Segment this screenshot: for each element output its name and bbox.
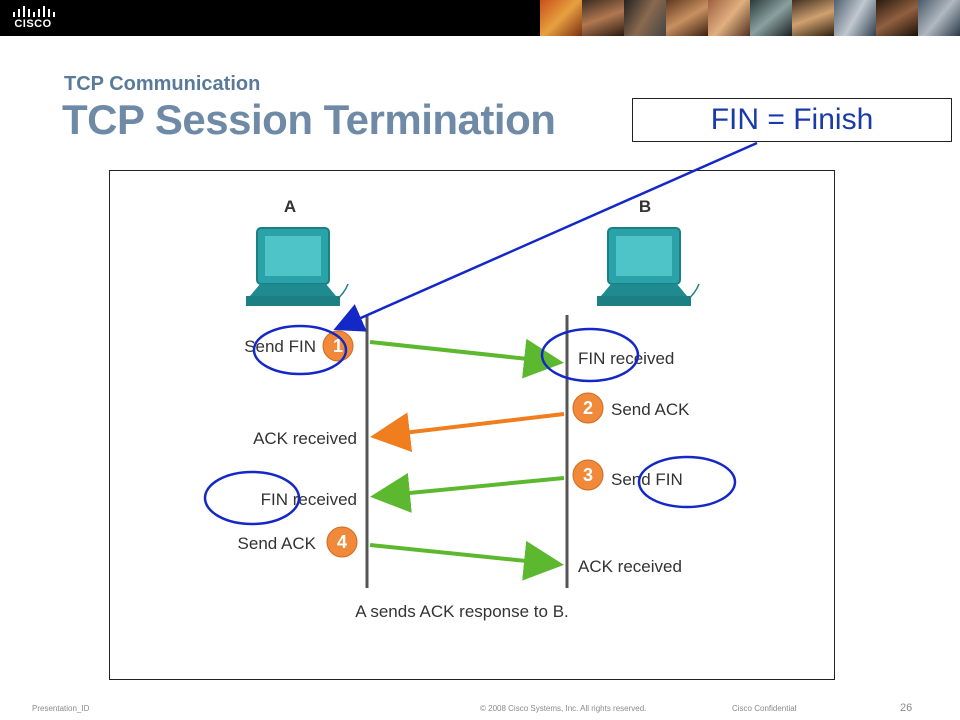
top-banner: CISCO [0,0,960,36]
diagram-caption: A sends ACK response to B. [355,602,569,621]
svg-text:1: 1 [333,336,343,356]
fin-callout-box: FIN = Finish [632,98,952,142]
cisco-bars-icon [13,6,55,17]
cisco-logo-text: CISCO [14,18,52,30]
host-b-label: B [639,197,651,216]
right-fin-received-label: FIN received [578,349,674,368]
left-ack-received-label: ACK received [253,429,357,448]
left-send-ack-label: Send ACK [238,534,317,553]
step-2-badge: 2 [572,392,604,424]
svg-text:4: 4 [337,532,347,552]
header-photo-strip [540,0,960,36]
fin-arrow-a-to-b [369,338,564,379]
computer-b-icon [597,227,700,306]
right-send-ack-label: Send ACK [611,400,690,419]
slide-title: TCP Session Termination [62,96,556,143]
ack-arrow-a-to-b [369,540,564,581]
svg-text:3: 3 [583,465,593,485]
step-4-badge: 4 [326,526,358,558]
cisco-logo: CISCO [10,4,56,32]
fin-arrow-b-to-a [370,473,565,513]
svg-text:2: 2 [583,398,593,418]
computer-a-icon [246,227,349,306]
left-fin-received-label: FIN received [261,490,357,509]
slide-subtitle: TCP Communication [64,73,261,95]
ack-arrow-b-to-a [370,412,565,453]
highlight-left-fin-received [203,470,301,526]
footer-copyright: © 2008 Cisco Systems, Inc. All rights re… [480,704,647,713]
highlight-left-send-fin [252,324,348,376]
callout-pointer-arrow [333,141,758,332]
left-send-fin-label: Send FIN [244,337,316,356]
footer-confidential: Cisco Confidential [732,704,797,713]
footer-presentation-id: Presentation_ID [32,704,90,713]
right-ack-received-label: ACK received [578,557,682,576]
highlight-right-send-fin [637,455,737,509]
step-3-badge: 3 [572,459,604,491]
host-a-label: A [284,197,296,216]
page-number: 26 [900,702,913,714]
right-send-fin-label: Send FIN [611,470,683,489]
highlight-right-fin-received [540,327,640,383]
